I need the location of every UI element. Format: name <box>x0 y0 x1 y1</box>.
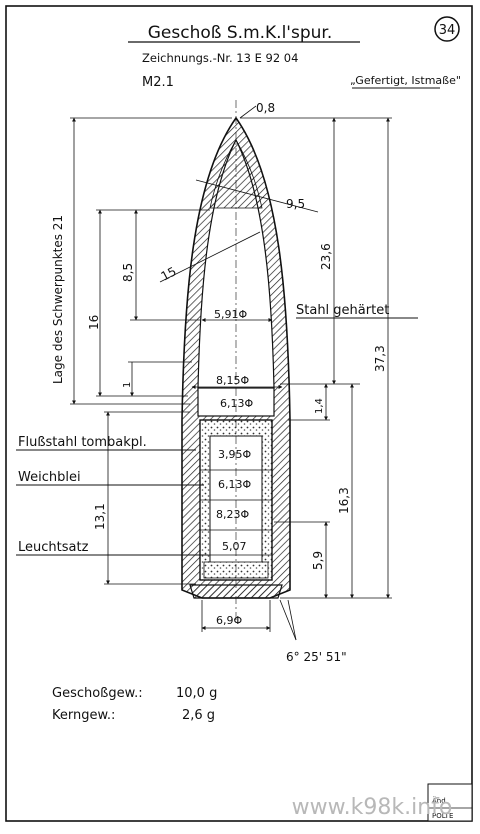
dim-69: 6,9Φ <box>216 614 242 627</box>
core-weight-label: Kerngew.: <box>52 708 115 723</box>
dim-len-1: 1 <box>122 382 133 388</box>
label-tracer: Leuchtsatz <box>18 540 89 555</box>
dimension-note: „Gefertigt, Istmaße" <box>350 74 461 87</box>
model-code: M2.1 <box>142 75 174 90</box>
revision-box <box>427 783 473 822</box>
label-soft-lead: Weichblei <box>18 470 81 485</box>
dim-len-236: 23,6 <box>319 243 333 270</box>
left-dimensions <box>70 117 232 585</box>
projectile-weight-value: 10,0 g <box>176 686 217 701</box>
dim-507: 5,07 <box>222 540 247 553</box>
dim-angle: 6° 25' 51" <box>286 650 347 664</box>
dim-len-59: 5,9 <box>311 551 325 570</box>
dim-613a: 6,13Φ <box>220 397 253 410</box>
watermark: www.k98k.info <box>292 795 453 820</box>
revision-label: Änd. <box>432 796 448 805</box>
dim-823: 8,23Φ <box>216 508 249 521</box>
sheet-number: 34 <box>439 23 456 38</box>
label-jacket: Flußstahl tombakpl. <box>18 435 147 450</box>
core-weight-value: 2,6 g <box>182 708 215 723</box>
label-steel-hardened: Stahl gehärtet <box>296 303 389 318</box>
dim-tip: 0,8 <box>256 101 275 115</box>
dim-inner-radius: 15 <box>159 264 179 284</box>
drawing-title: Geschoß S.m.K.l'spur. <box>148 23 333 43</box>
dim-len-16: 16 <box>87 315 101 330</box>
dim-591: 5,91Φ <box>214 308 247 321</box>
dim-len-163: 16,3 <box>337 487 351 514</box>
dim-ogive-radius: 9,5 <box>286 197 305 211</box>
radius-line-95 <box>195 179 319 213</box>
label-center-of-gravity: Lage des Schwerpunktes 21 <box>51 215 65 384</box>
base-dimensions <box>201 599 297 641</box>
projectile-weight-label: Geschoßgew.: <box>52 686 143 701</box>
sheet-number-circle <box>434 16 460 42</box>
dim-613b: 6,13Φ <box>218 478 251 491</box>
radius-line-15 <box>159 231 261 283</box>
dim-815: 8,15Φ <box>216 374 249 387</box>
sheet-border <box>5 5 473 822</box>
dim-len-131: 13,1 <box>93 503 107 530</box>
dim-len-14: 1,4 <box>314 398 325 414</box>
drawing-number: Zeichnungs.-Nr. 13 E 92 04 <box>142 51 298 65</box>
dim-395: 3,95Φ <box>218 448 251 461</box>
maker-label: POLTE <box>432 812 453 820</box>
projectile-section <box>181 100 291 620</box>
right-dimensions <box>240 117 392 599</box>
dim-len-373: 37,3 <box>373 345 387 372</box>
dim-len-85: 8,5 <box>121 263 135 282</box>
